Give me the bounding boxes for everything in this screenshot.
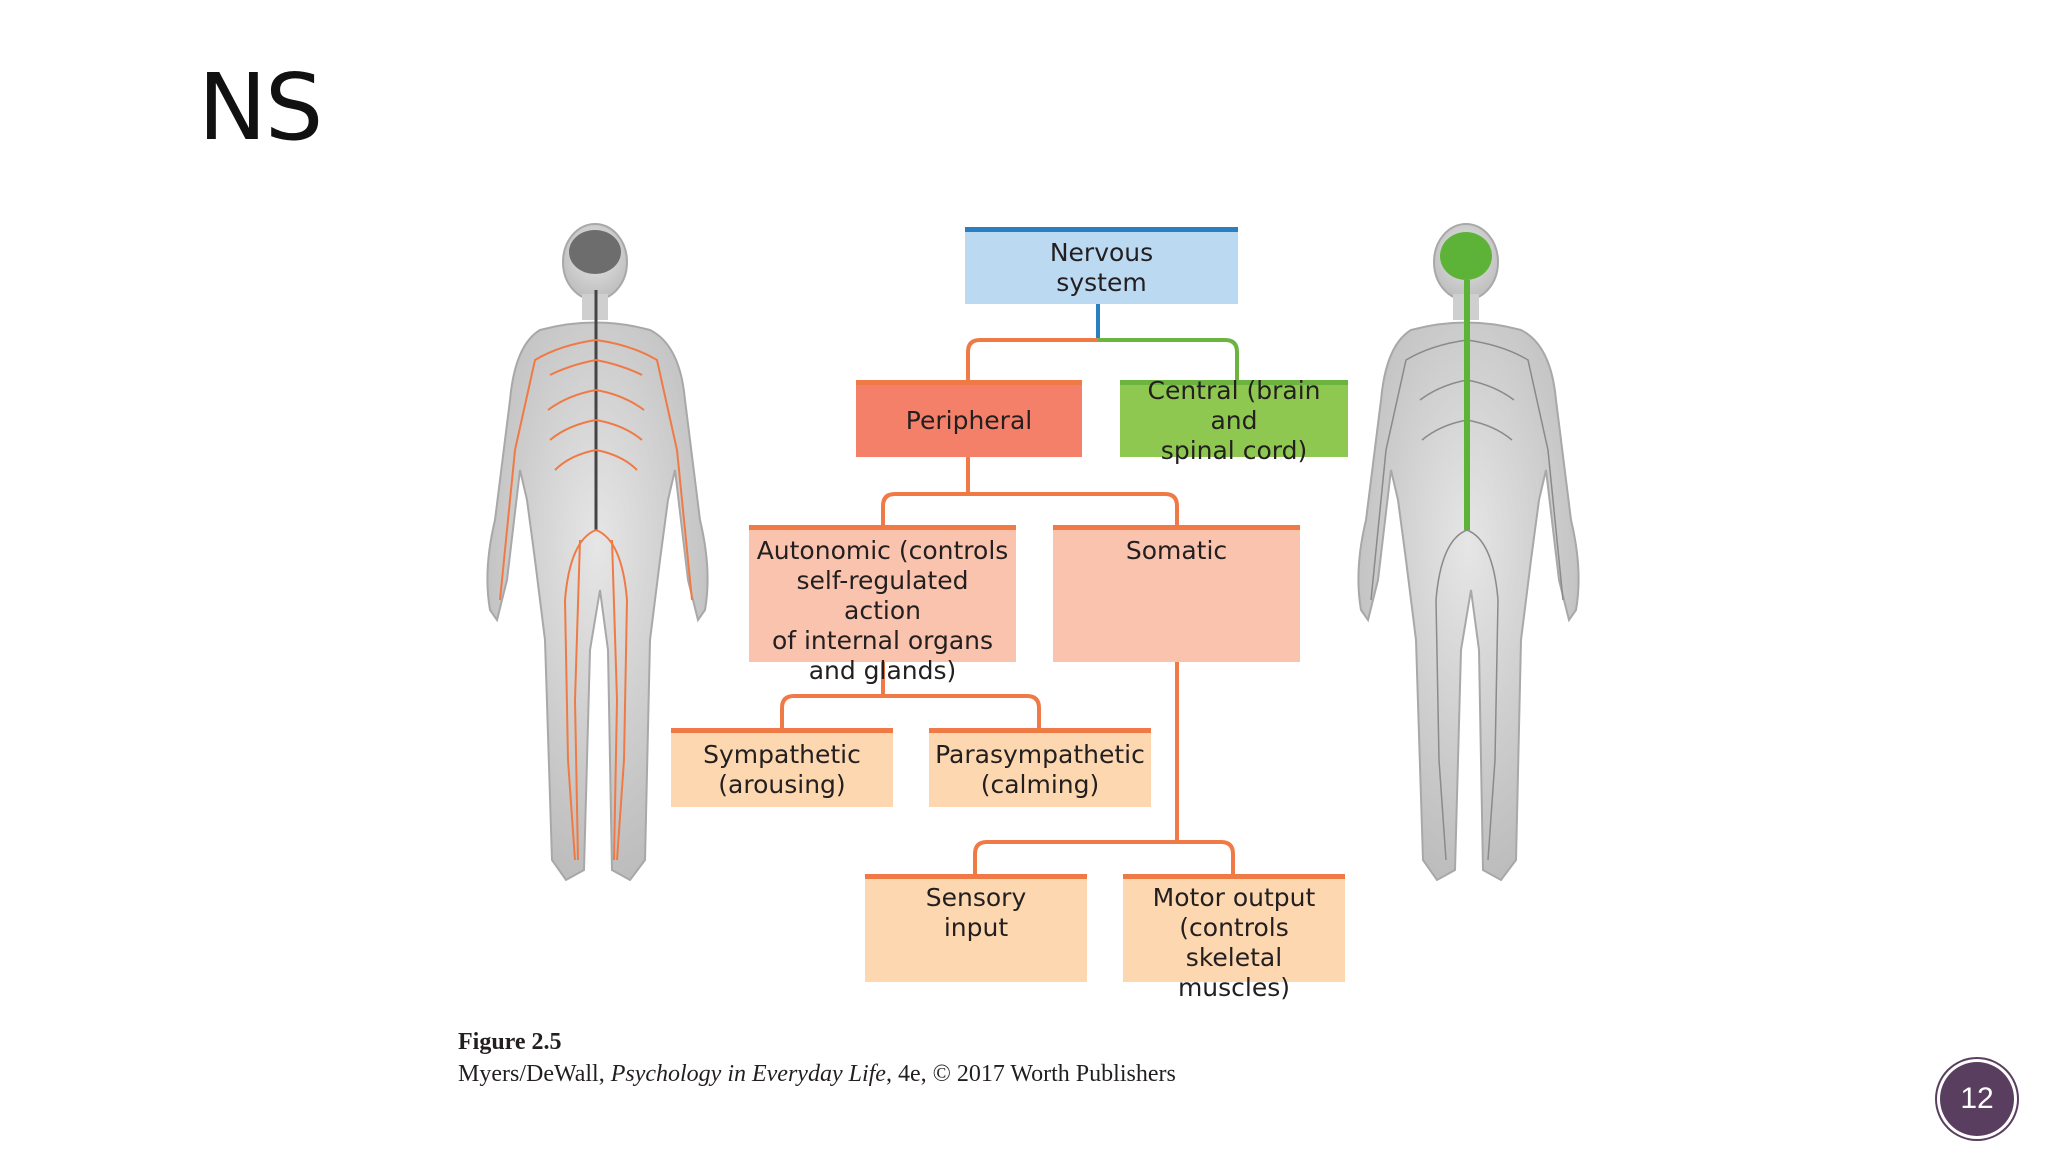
box-shapes: [671, 227, 1348, 982]
node-somatic: Somatic: [1125, 536, 1228, 565]
node-motor-output: Motor output (controls skeletal muscles): [1152, 883, 1316, 1002]
slide-title: NS: [198, 54, 323, 161]
figure-source: Myers/DeWall, Psychology in Everyday Lif…: [458, 1061, 1176, 1087]
node-parasympathetic: Parasympathetic (calming): [935, 740, 1145, 799]
right-body-figure: [1357, 223, 1580, 882]
node-sensory-input: Sensory input: [925, 883, 1027, 942]
connector-lines: [780, 304, 1239, 874]
node-central: Central (brain and spinal cord): [1147, 376, 1321, 465]
node-autonomic: Autonomic (controls self-regulated actio…: [756, 536, 1009, 685]
figure-caption: Figure 2.5 Myers/DeWall, Psychology in E…: [458, 1026, 1176, 1090]
node-sympathetic: Sympathetic (arousing): [703, 740, 861, 799]
node-nervous-system: Nervous system: [1049, 238, 1154, 297]
node-peripheral: Peripheral: [905, 406, 1033, 435]
page-number-badge: 12: [1940, 1062, 2014, 1136]
left-body-figure: [486, 223, 709, 882]
figure-label: Figure 2.5: [458, 1029, 562, 1055]
